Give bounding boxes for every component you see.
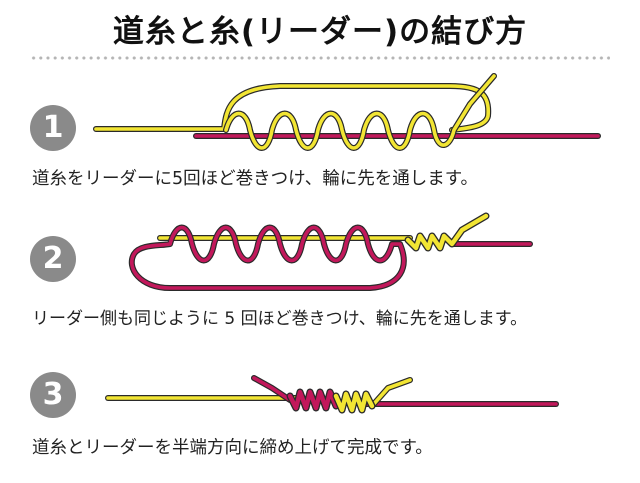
- step-2-caption: リーダー側も同じように 5 回ほど巻きつけ、輪に先を通します。: [32, 309, 528, 329]
- step-3-caption: 道糸とリーダーを半端方向に締め上げて完成です。: [32, 438, 433, 458]
- step-3-illustration: [105, 375, 559, 414]
- step-3-badge: 3: [30, 372, 76, 418]
- step-2-illustration: [128, 212, 533, 291]
- page-title: 道糸と糸(リーダー)の結び方: [112, 14, 528, 50]
- step-1-caption: 道糸をリーダーに5回ほど巻きつけ、輪に先を通します。: [32, 169, 479, 189]
- dotted-divider: [30, 56, 610, 60]
- step-1-badge: 1: [30, 105, 76, 151]
- step-1-illustration: [93, 73, 601, 151]
- step-2-badge: 2: [30, 236, 76, 282]
